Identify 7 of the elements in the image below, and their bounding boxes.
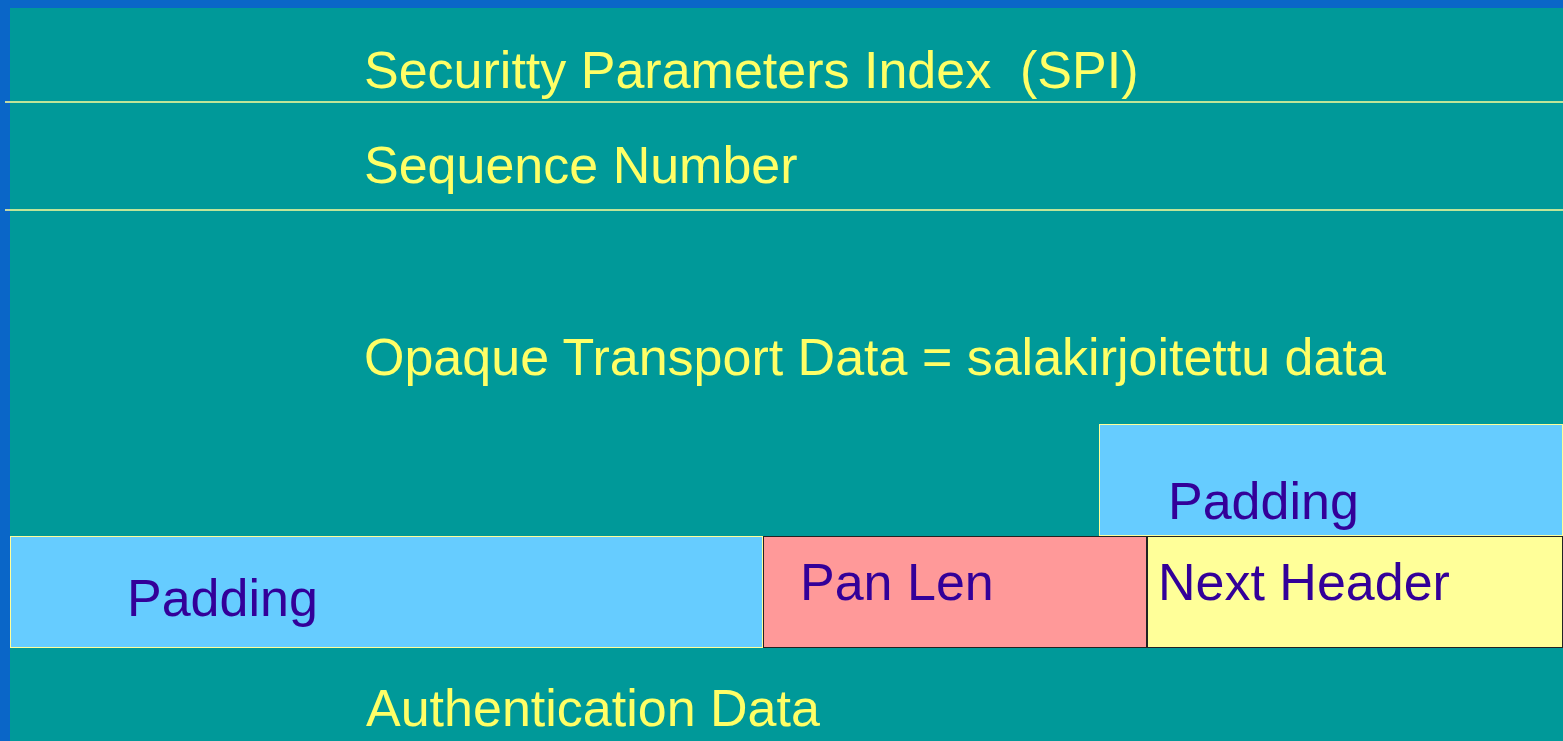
padding-field (10, 536, 763, 648)
next-header-field (1147, 536, 1563, 648)
padding-field (1099, 424, 1563, 536)
field-label: Pan Len (800, 556, 994, 608)
field-label: Authentication Data (366, 682, 820, 734)
pad-length-field (763, 536, 1147, 648)
field-label: Next Header (1158, 556, 1450, 608)
